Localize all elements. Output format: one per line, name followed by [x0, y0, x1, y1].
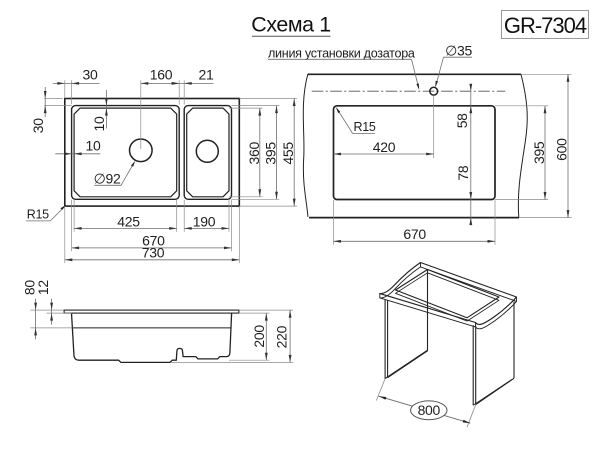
svg-text:220: 220 [274, 325, 290, 348]
svg-text:21: 21 [199, 67, 214, 83]
svg-text:R15: R15 [353, 120, 375, 134]
svg-text:10: 10 [91, 116, 107, 131]
svg-text:730: 730 [142, 244, 165, 260]
svg-text:190: 190 [193, 214, 216, 230]
svg-text:Схема 1: Схема 1 [251, 13, 330, 37]
svg-text:78: 78 [455, 165, 471, 180]
svg-text:670: 670 [142, 233, 165, 249]
svg-text:800: 800 [418, 402, 441, 418]
svg-text:200: 200 [251, 325, 267, 348]
svg-text:360: 360 [246, 141, 262, 164]
svg-text:30: 30 [30, 118, 46, 133]
svg-text:420: 420 [373, 139, 396, 155]
svg-text:670: 670 [403, 226, 426, 242]
svg-text:линия установки дозатора: линия установки дозатора [268, 46, 415, 60]
svg-text:160: 160 [150, 67, 173, 83]
svg-text:∅35: ∅35 [445, 42, 472, 58]
svg-text:R15: R15 [27, 207, 49, 221]
svg-text:425: 425 [117, 214, 140, 230]
svg-text:12: 12 [35, 280, 51, 295]
svg-text:455: 455 [280, 142, 296, 165]
svg-text:80: 80 [21, 280, 37, 295]
svg-text:∅92: ∅92 [94, 170, 121, 186]
svg-text:GR-7304: GR-7304 [504, 13, 587, 38]
svg-text:600: 600 [553, 138, 569, 161]
svg-text:30: 30 [83, 67, 98, 83]
svg-text:58: 58 [454, 113, 470, 128]
svg-text:10: 10 [86, 137, 101, 153]
svg-text:395: 395 [531, 141, 547, 164]
svg-text:395: 395 [262, 142, 278, 165]
